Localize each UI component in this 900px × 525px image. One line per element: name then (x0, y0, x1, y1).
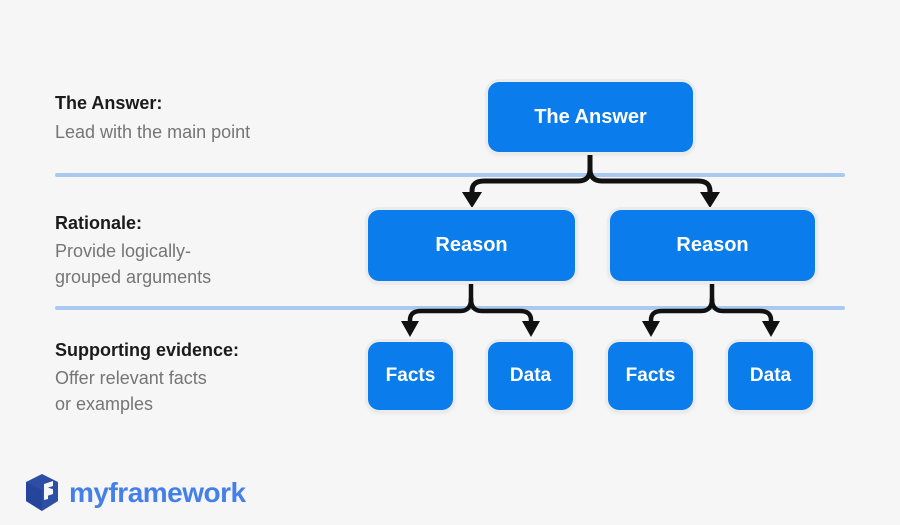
node-facts-2: Facts (608, 342, 693, 410)
node-data-2: Data (728, 342, 813, 410)
logo: myframework (22, 472, 246, 514)
row-desc-evidence: Offer relevant facts or examples (55, 368, 207, 414)
arrowhead-leaf-3 (642, 321, 660, 337)
arrowhead-reason-1 (462, 192, 482, 208)
connector-reason1-left (407, 296, 474, 325)
node-reason-1: Reason (368, 210, 575, 281)
row-divider-1 (55, 173, 845, 177)
node-reason-2: Reason (610, 210, 815, 281)
row-label-evidence: Supporting evidence: (55, 340, 240, 360)
node-the-answer: The Answer (488, 82, 693, 152)
connector-reason1-right (468, 296, 534, 325)
arrowhead-reason-2 (700, 192, 720, 208)
arrowhead-leaf-4 (762, 321, 780, 337)
cube-logo-icon (22, 472, 62, 514)
row-label-answer: The Answer: (55, 93, 163, 113)
row-label-rationale: Rationale: (55, 213, 143, 233)
arrowhead-leaf-2 (522, 321, 540, 337)
row-desc-rationale: Provide logically- grouped arguments (55, 241, 212, 287)
arrowhead-leaf-1 (401, 321, 419, 337)
node-data-1: Data (488, 342, 573, 410)
logo-text: myframework (69, 477, 246, 508)
connector-reason2-left (648, 296, 715, 325)
row-desc-answer: Lead with the main point (55, 122, 251, 142)
node-facts-1: Facts (368, 342, 453, 410)
row-divider-2 (55, 306, 845, 310)
connector-reason2-right (709, 296, 774, 325)
